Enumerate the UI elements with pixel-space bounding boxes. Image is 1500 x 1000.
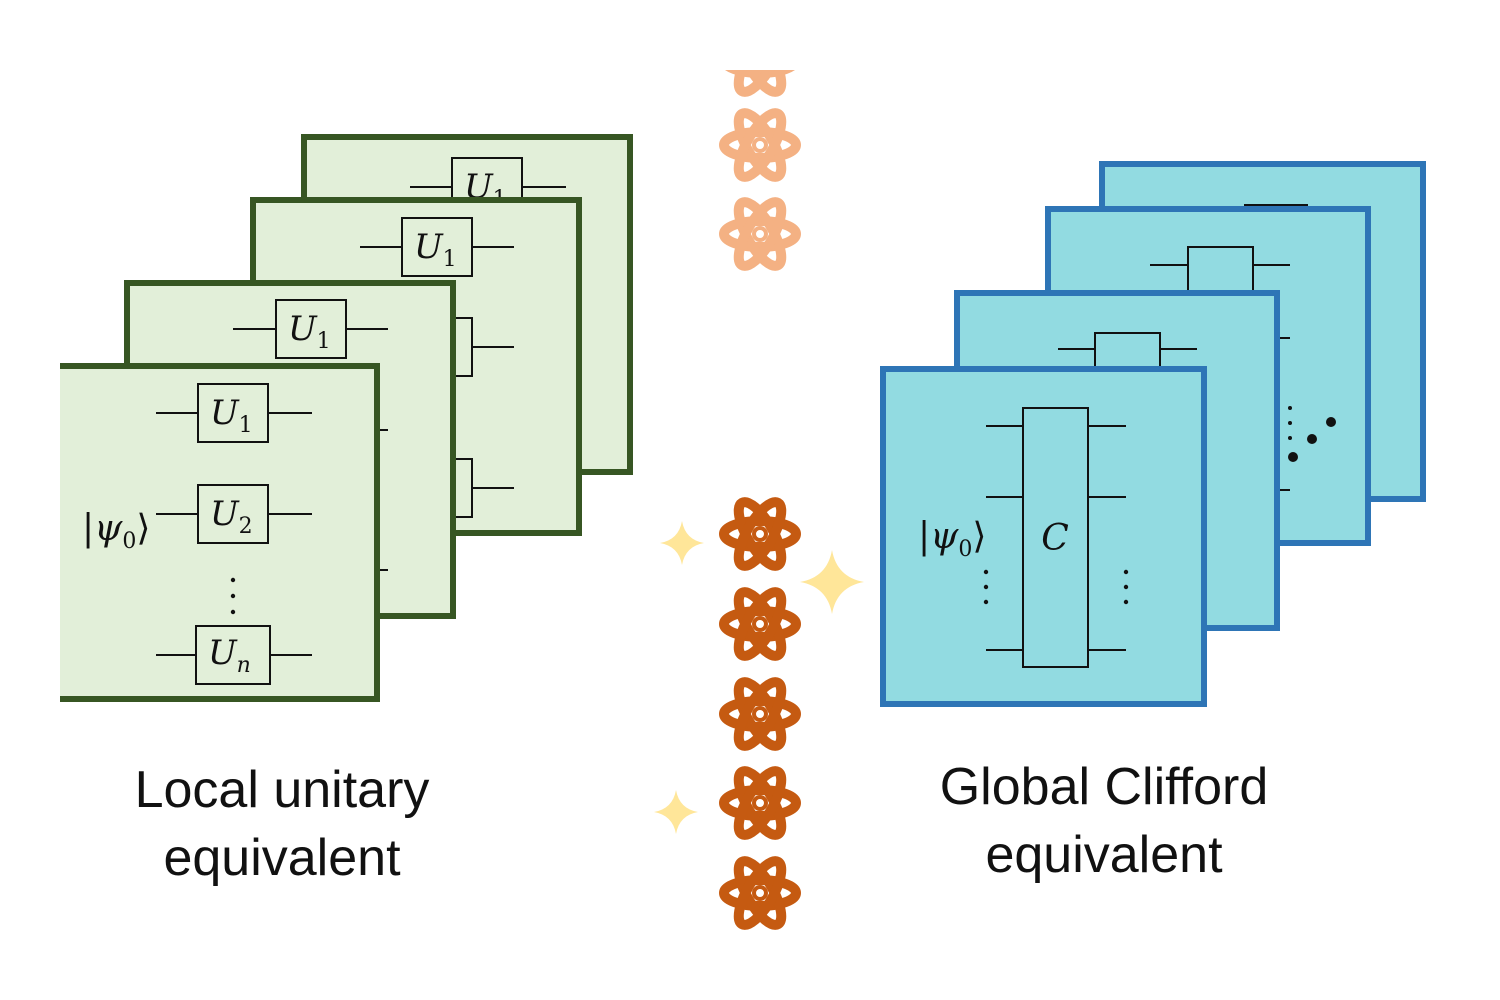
gate-u1-label: U1: [288, 309, 331, 354]
sparkle-icon: [800, 550, 864, 614]
initial-state-label: |ψ0⟩: [82, 508, 150, 554]
sparkle-icon: [660, 521, 704, 565]
gate-u1-label: U1: [414, 227, 457, 272]
atom-icon: [724, 107, 796, 182]
right-caption-line2: equivalent: [985, 826, 1223, 884]
local-unitary-stack: U1 U1 U1: [60, 134, 633, 702]
clifford-gate-label: C: [1041, 518, 1069, 559]
right-caption: Global Clifford equivalent: [844, 753, 1364, 889]
gate-un-label: Un: [208, 633, 251, 678]
atom-icon: [724, 765, 796, 840]
atom-icon: [724, 586, 796, 661]
gate-u2-label: U2: [210, 494, 253, 539]
atom-icon: [724, 676, 796, 751]
left-caption-line2: equivalent: [163, 829, 401, 887]
atom-icon: [724, 855, 796, 930]
right-caption-line1: Global Clifford: [939, 758, 1269, 816]
left-caption: Local unitary equivalent: [22, 756, 542, 892]
atom-icon: [724, 496, 796, 571]
circuit-card-front: U1 U2 Un |ψ0⟩: [60, 363, 380, 702]
left-caption-line1: Local unitary: [134, 761, 430, 819]
clifford-card-front: C |ψ0⟩: [880, 366, 1207, 707]
atom-column: [724, 22, 796, 930]
atom-icon: [724, 196, 796, 271]
global-clifford-stack: C |ψ0⟩: [880, 161, 1426, 707]
atom-icon: [724, 22, 796, 97]
gate-u1-label: U1: [210, 393, 253, 438]
sparkle-icon: [654, 790, 698, 834]
initial-state-label: |ψ0⟩: [918, 516, 986, 562]
